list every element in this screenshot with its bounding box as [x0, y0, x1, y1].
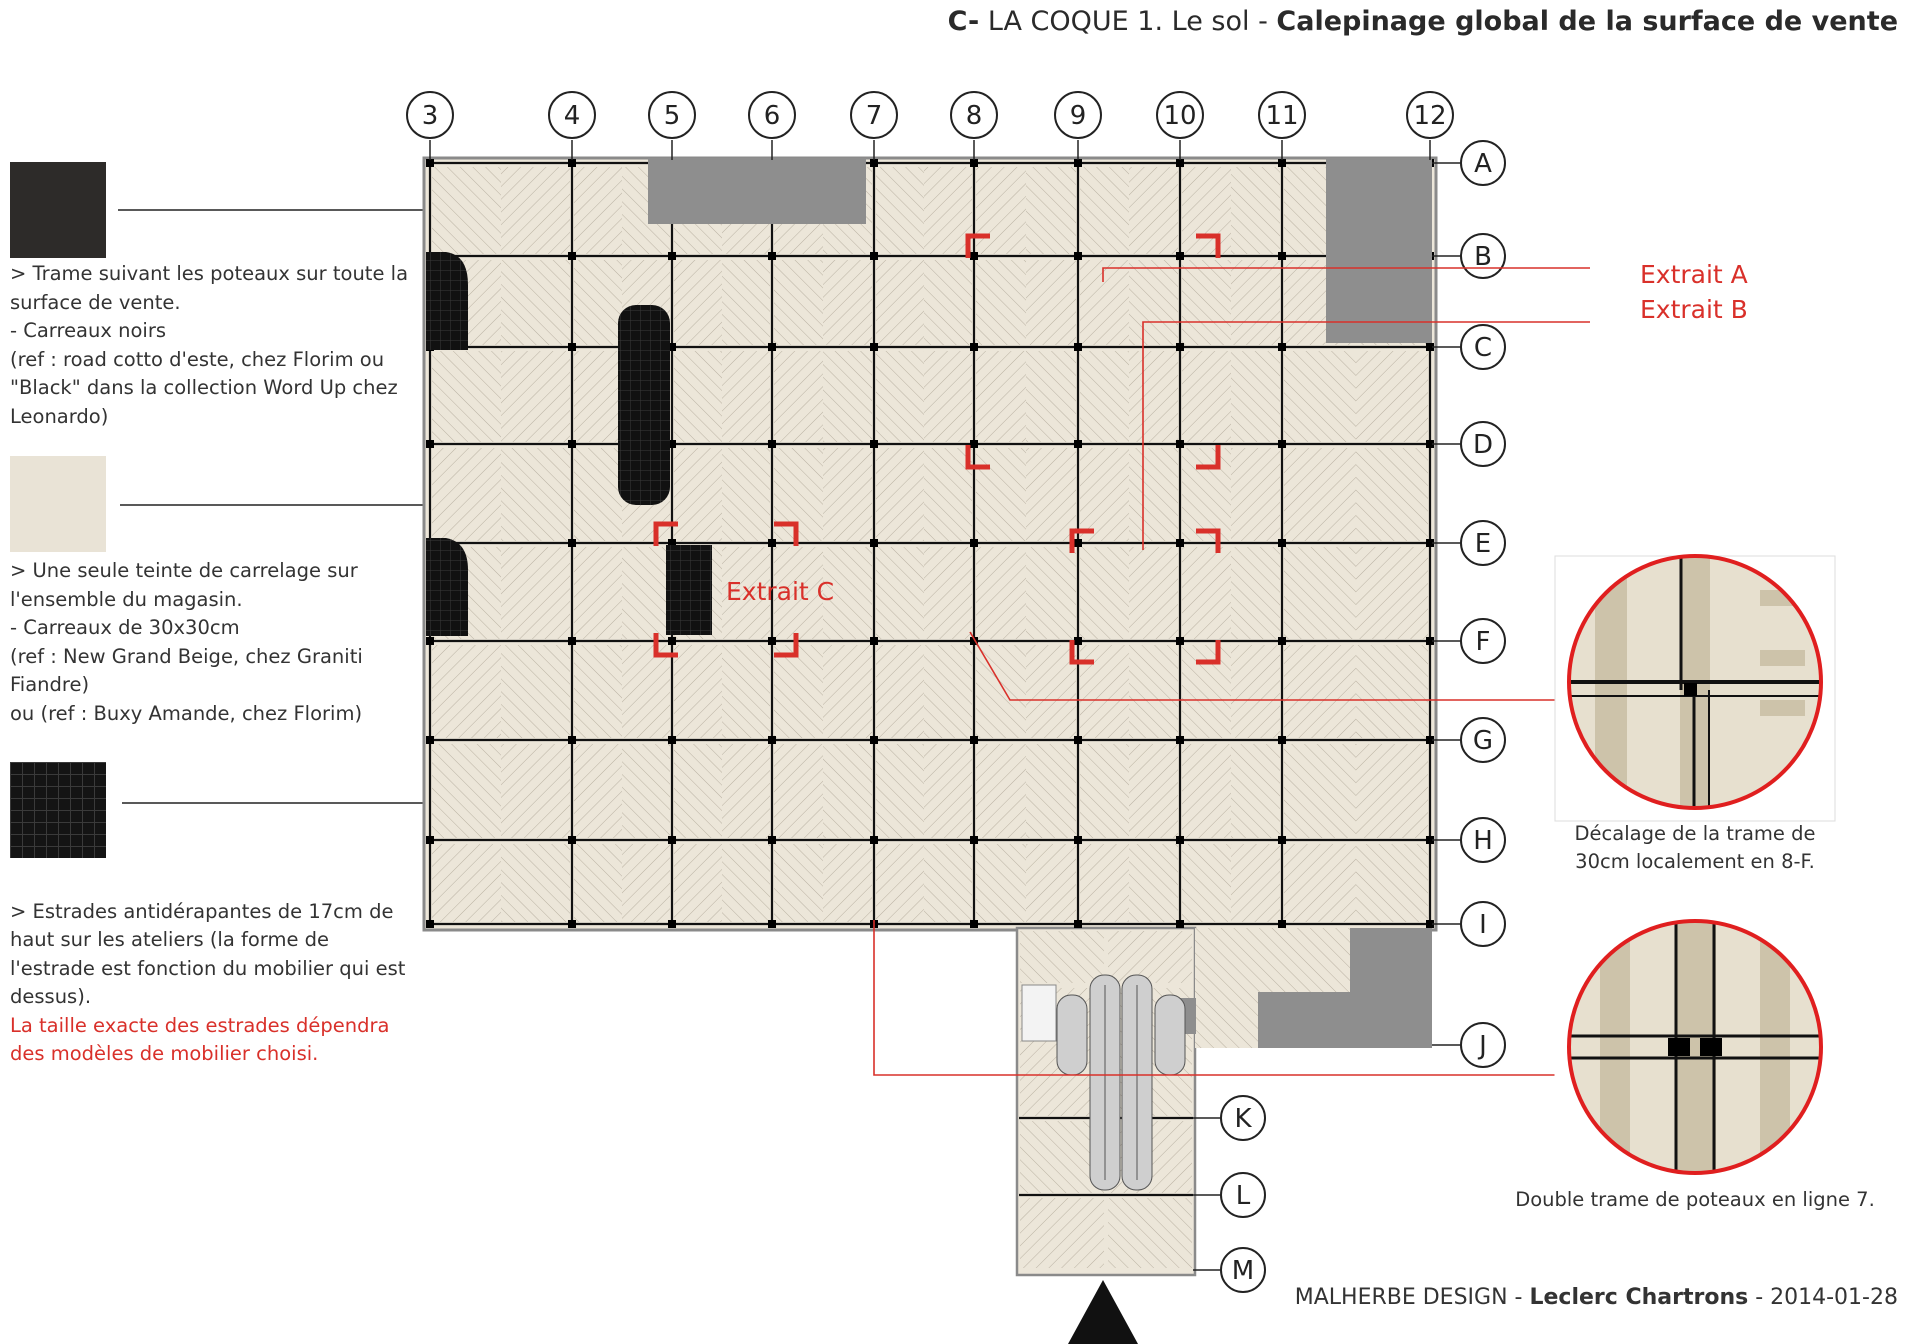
- row-axis-label: I: [1479, 910, 1487, 940]
- title-prefix: C-: [947, 6, 980, 37]
- extrait-a-label: Extrait A: [1640, 260, 1748, 289]
- swatch-beige-tiles: [10, 456, 106, 552]
- row-axis-label: K: [1234, 1104, 1252, 1134]
- legend-text-3-main: > Estrades antidérapantes de 17cm de hau…: [10, 899, 406, 1009]
- extrait-c-label: Extrait C: [726, 577, 834, 606]
- row-axis-label: G: [1473, 726, 1493, 756]
- row-axis-label: M: [1232, 1256, 1254, 1286]
- row-axis-L: L: [1193, 1172, 1266, 1218]
- row-axis-G: G: [1432, 717, 1506, 763]
- column-axis-label: 12: [1413, 101, 1446, 131]
- extrait-b-brackets: [1069, 528, 1221, 665]
- tile-grid: [422, 156, 1438, 1277]
- column-axis-3: 3: [406, 91, 454, 160]
- title-subject: Calepinage global de la surface de vente: [1276, 6, 1898, 37]
- swatch-estrade: [10, 762, 106, 858]
- column-axis-12: 12: [1406, 91, 1454, 160]
- north-arrow: [1068, 1280, 1138, 1344]
- grey-zone-corner: [1326, 158, 1432, 343]
- row-axis-label: B: [1474, 242, 1492, 272]
- swatch-black-tiles: [10, 162, 106, 258]
- row-axis-label: D: [1473, 430, 1493, 460]
- legend-text-3: > Estrades antidérapantes de 17cm de hau…: [10, 869, 410, 1097]
- column-axis-9: 9: [1054, 91, 1102, 160]
- footer: MALHERBE DESIGN - Leclerc Chartrons - 20…: [1295, 1285, 1898, 1310]
- column-axis-label: 4: [564, 101, 581, 131]
- column-axis-label: 7: [866, 101, 883, 131]
- row-axis-I: I: [1432, 901, 1506, 947]
- column-axis-label: 5: [664, 101, 681, 131]
- title-section: LA COQUE 1. Le sol -: [987, 6, 1268, 37]
- estrade-2: [618, 305, 670, 505]
- row-axis-K: K: [1193, 1095, 1266, 1141]
- page-title: C- LA COQUE 1. Le sol - Calepinage globa…: [948, 6, 1898, 37]
- estrade-4: [666, 545, 712, 635]
- escalators: [1021, 974, 1186, 1191]
- column-axis-label: 3: [422, 101, 439, 131]
- footer-date: - 2014-01-28: [1755, 1285, 1898, 1310]
- grey-zone-top: [648, 158, 866, 224]
- extrait-c-brackets: [653, 521, 799, 658]
- estrade-1: [426, 252, 468, 350]
- row-axis-label: E: [1475, 529, 1491, 559]
- row-axis-B: B: [1432, 233, 1506, 279]
- column-axis-10: 10: [1156, 91, 1204, 160]
- column-axis-6: 6: [748, 91, 796, 160]
- row-axis-label: J: [1477, 1031, 1487, 1061]
- row-axis-F: F: [1432, 618, 1506, 664]
- column-axis-label: 8: [966, 101, 983, 131]
- column-axis-4: 4: [548, 91, 596, 160]
- column-axis-label: 11: [1265, 101, 1298, 131]
- column-axis-label: 6: [764, 101, 781, 131]
- column-axis-label: 9: [1070, 101, 1087, 131]
- footer-project: Leclerc Chartrons: [1529, 1285, 1749, 1310]
- row-axis-C: C: [1432, 324, 1506, 370]
- legend-text-3-note: La taille exacte des estrades dépendra d…: [10, 1013, 390, 1066]
- extrait-a-brackets: [965, 233, 1221, 470]
- row-axis-E: E: [1432, 520, 1506, 566]
- detail-caption-2: Double trame de poteaux en ligne 7.: [1515, 1188, 1875, 1211]
- row-axis-J: J: [1432, 1022, 1506, 1068]
- column-axis-label: 10: [1163, 101, 1196, 131]
- column-axis-11: 11: [1258, 91, 1306, 160]
- column-axis-8: 8: [950, 91, 998, 160]
- row-axis-A: A: [1432, 140, 1506, 186]
- estrade-3: [426, 538, 468, 636]
- row-axis-label: C: [1474, 333, 1492, 363]
- row-axis-label: A: [1474, 149, 1492, 179]
- row-axis-label: H: [1473, 826, 1493, 856]
- footer-company: MALHERBE DESIGN -: [1294, 1285, 1523, 1310]
- column-axis-7: 7: [850, 91, 898, 160]
- legend-text-2: > Une seule teinte de carrelage sur l'en…: [10, 559, 363, 725]
- detail-circle-offset: [1569, 556, 1821, 808]
- row-axis-M: M: [1193, 1247, 1266, 1293]
- column-axis-5: 5: [648, 91, 696, 160]
- detail-circle-double: [1569, 921, 1821, 1173]
- legend-text-1: > Trame suivant les poteaux sur toute la…: [10, 262, 409, 428]
- row-axis-label: F: [1476, 627, 1491, 657]
- detail-caption-1: Décalage de la trame de 30cm localement …: [1574, 822, 1816, 873]
- extrait-b-label: Extrait B: [1640, 295, 1748, 324]
- row-axis-H: H: [1432, 817, 1506, 863]
- grey-zone-lower: [1258, 928, 1432, 1048]
- row-axis-D: D: [1432, 421, 1506, 467]
- row-axis-label: L: [1236, 1181, 1251, 1211]
